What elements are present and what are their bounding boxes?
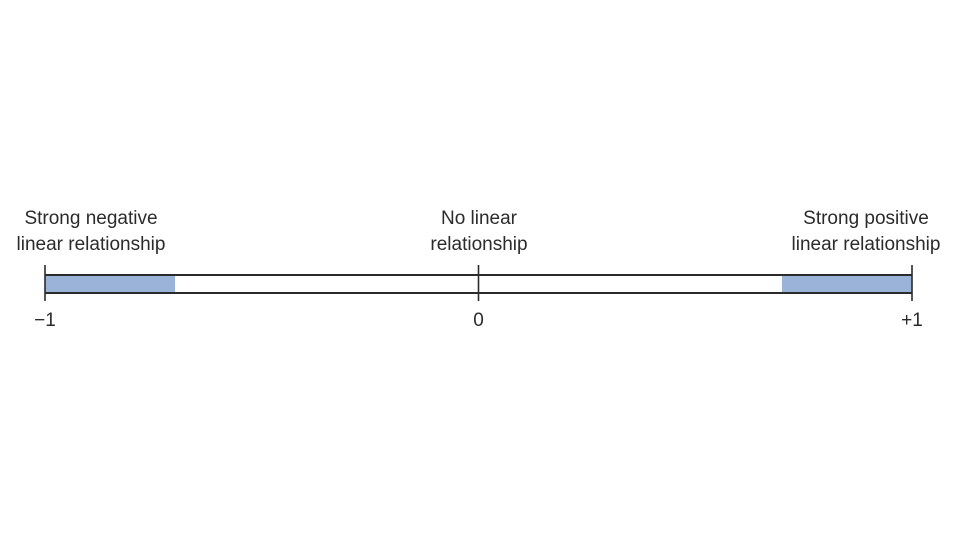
no-linear-label: No linear relationship [398,206,560,258]
strong-positive-band [781,275,912,293]
strong-positive-label-line2: linear relationship [791,234,941,255]
no-linear-label-line2: relationship [430,234,528,255]
tick-label: −1 [34,310,56,331]
strong-negative-label-line1: Strong negative [24,208,158,229]
strong-positive-label-line1: Strong positive [803,208,929,229]
tick-label: 0 [473,310,484,331]
strong-negative-label: Strong negative linear relationship [2,206,180,258]
strong-negative-band [45,275,176,293]
no-linear-label-line1: No linear [440,208,518,229]
tick-label: +1 [901,310,923,331]
strong-negative-label-line2: linear relationship [16,234,166,255]
strong-positive-label: Strong positive linear relationship [776,206,956,258]
